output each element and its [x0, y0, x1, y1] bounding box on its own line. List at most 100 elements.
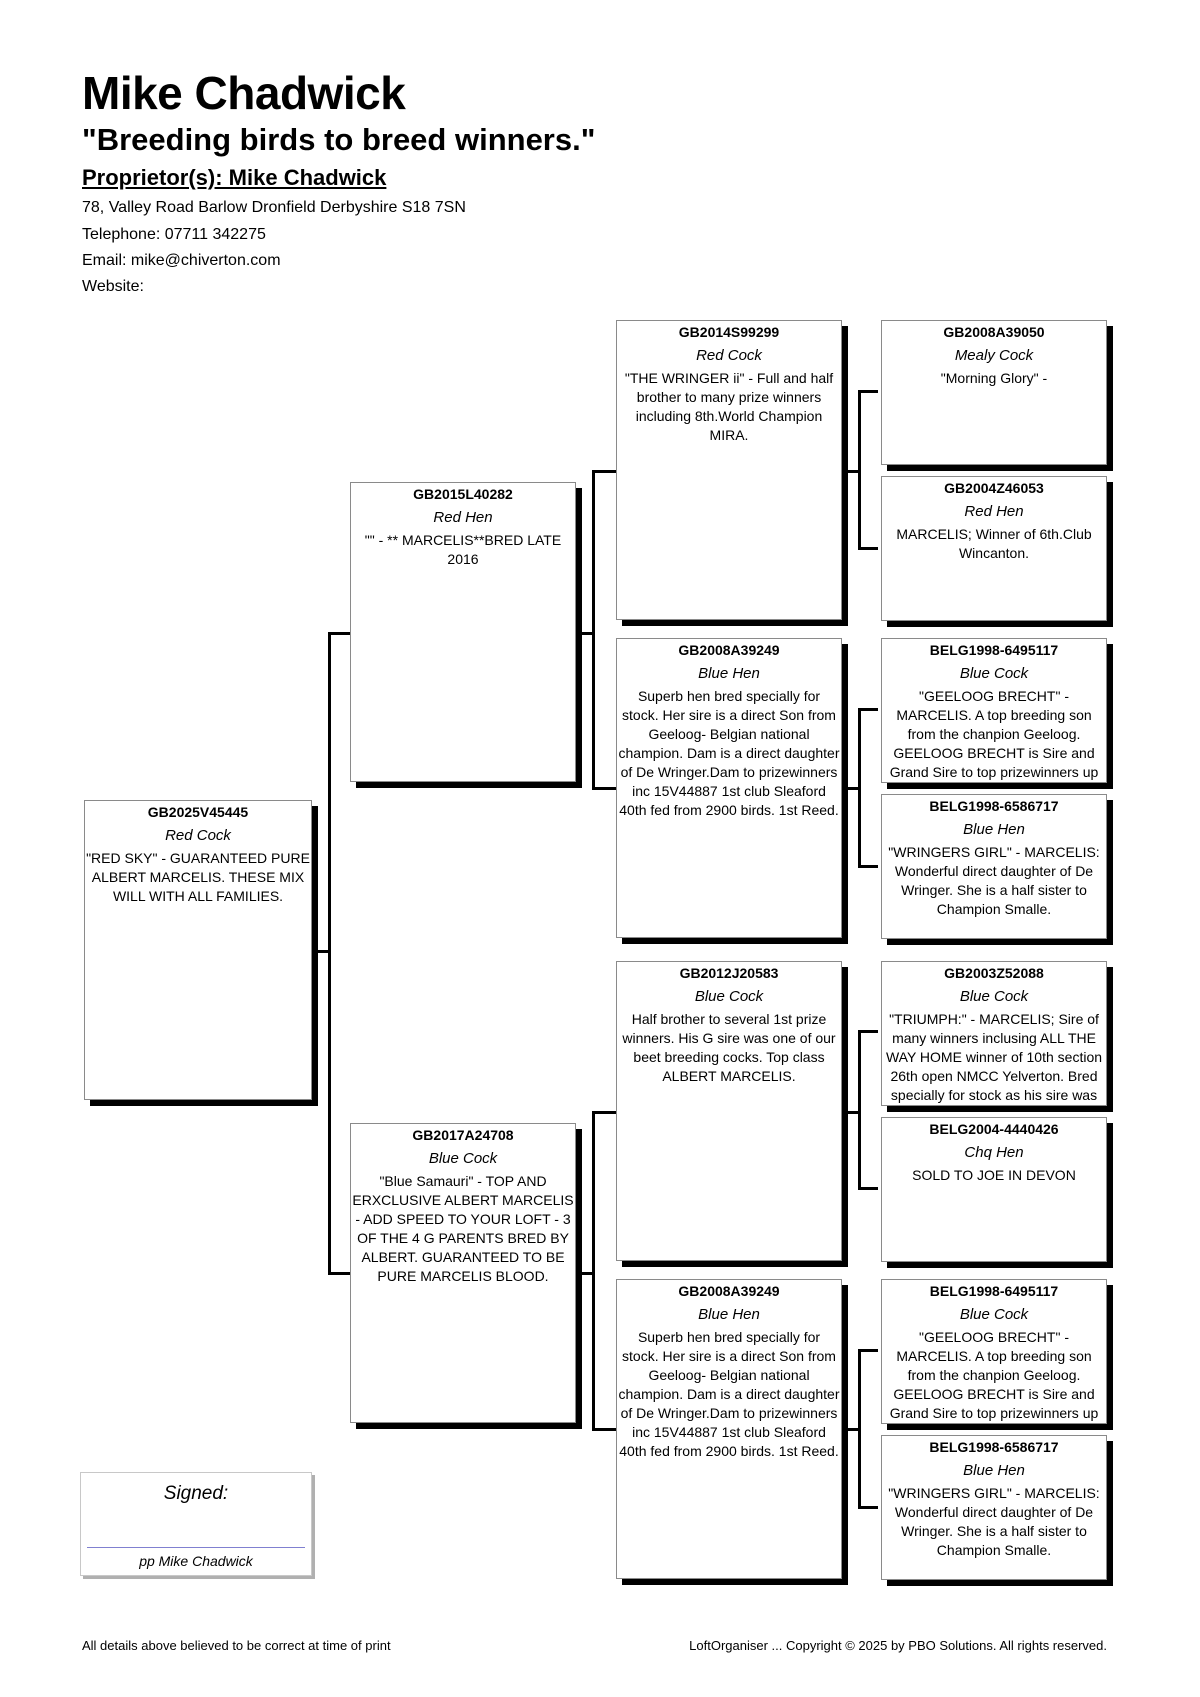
ring-number: GB2017A24708: [412, 1127, 514, 1143]
bird-colour: Blue Cock: [428, 1150, 498, 1167]
ring-number: GB2025V45445: [147, 804, 249, 820]
bird-notes: "TRIUMPH:" - MARCELIS; Sire of many winn…: [885, 1011, 1103, 1103]
connector: [576, 632, 594, 635]
connector: [592, 1111, 595, 1431]
ggp-ssd-card: GB2004Z46053 Red Hen MARCELIS; Winner of…: [881, 476, 1107, 621]
dam-sire-card: GB2012J20583 Blue Cock Half brother to s…: [616, 961, 842, 1261]
signature-line: [87, 1547, 305, 1548]
website-line: Website:: [82, 278, 144, 295]
connector: [858, 1030, 861, 1190]
ggp-ddd-card: BELG1998-6586717 Blue Hen "WRINGERS GIRL…: [881, 1435, 1107, 1580]
address-line: 78, Valley Road Barlow Dronfield Derbysh…: [82, 199, 466, 216]
connector: [842, 1111, 860, 1114]
bird-colour: Blue Cock: [959, 1306, 1029, 1323]
footer-disclaimer: All details above believed to be correct…: [82, 1638, 391, 1653]
connector: [858, 390, 861, 550]
ring-number: GB2015L40282: [413, 486, 513, 502]
bird-notes: Superb hen bred specially for stock. Her…: [618, 688, 840, 818]
breeder-motto: "Breeding birds to breed winners.": [82, 122, 596, 157]
ring-number: BELG2004-4440426: [929, 1121, 1059, 1137]
dam-dam-card: GB2008A39249 Blue Hen Superb hen bred sp…: [616, 1279, 842, 1579]
connector: [312, 950, 330, 953]
bird-notes: Half brother to several 1st prize winner…: [622, 1011, 836, 1084]
sire-dam-card: GB2008A39249 Blue Hen Superb hen bred sp…: [616, 638, 842, 938]
bird-colour: Red Hen: [433, 509, 493, 526]
ring-number: BELG1998-6586717: [929, 798, 1059, 814]
sire-sire-card: GB2014S99299 Red Cock "THE WRINGER ii" -…: [616, 320, 842, 620]
ring-number: GB2008A39249: [678, 1283, 780, 1299]
ggp-sdd-card: BELG1998-6586717 Blue Hen "WRINGERS GIRL…: [881, 794, 1107, 939]
bird-notes: "GEELOOG BRECHT" - MARCELIS. A top breed…: [889, 688, 1099, 780]
subject-bird-card: GB2025V45445 Red Cock "RED SKY" - GUARAN…: [84, 800, 312, 1100]
connector: [858, 865, 878, 868]
ggp-sss-card: GB2008A39050 Mealy Cock "Morning Glory" …: [881, 320, 1107, 465]
connector: [858, 1349, 878, 1352]
connector: [592, 470, 595, 790]
connector: [858, 708, 861, 868]
bird-notes: Superb hen bred specially for stock. Her…: [618, 1329, 840, 1459]
connector: [842, 470, 860, 473]
ring-number: BELG1998-6495117: [929, 1283, 1059, 1299]
connector: [576, 1272, 594, 1275]
connector: [842, 1428, 860, 1431]
ring-number: GB2004Z46053: [944, 480, 1044, 496]
connector: [858, 1030, 878, 1033]
footer-copyright: LoftOrganiser ... Copyright © 2025 by PB…: [689, 1638, 1107, 1653]
bird-notes: "WRINGERS GIRL" - MARCELIS: Wonderful di…: [888, 1485, 1100, 1558]
ring-number: GB2012J20583: [679, 965, 779, 981]
breeder-name: Mike Chadwick: [82, 67, 406, 119]
connector: [858, 708, 878, 711]
connector: [592, 470, 616, 473]
ggp-sds-card: BELG1998-6495117 Blue Cock "GEELOOG BREC…: [881, 638, 1107, 783]
telephone-line: Telephone: 07711 342275: [82, 226, 266, 243]
dam-card: GB2017A24708 Blue Cock "Blue Samauri" - …: [350, 1123, 576, 1423]
proprietor-line: Proprietor(s): Mike Chadwick: [82, 165, 387, 190]
ring-number: GB2003Z52088: [944, 965, 1044, 981]
bird-colour: Chq Hen: [964, 1144, 1024, 1161]
bird-colour: Mealy Cock: [954, 347, 1034, 364]
bird-colour: Blue Cock: [959, 665, 1029, 682]
signature-box: Signed: pp Mike Chadwick: [80, 1472, 312, 1576]
connector: [858, 1349, 861, 1509]
signed-label: Signed:: [163, 1483, 229, 1504]
connector: [858, 1506, 878, 1509]
bird-colour: Red Cock: [165, 827, 231, 844]
connector: [592, 1111, 616, 1114]
bird-notes: "THE WRINGER ii" - Full and half brother…: [624, 370, 834, 443]
ring-number: BELG1998-6495117: [929, 642, 1059, 658]
sire-card: GB2015L40282 Red Hen "" - ** MARCELIS**B…: [350, 482, 576, 782]
ring-number: GB2014S99299: [678, 324, 780, 340]
ggp-dss-card: GB2003Z52088 Blue Cock "TRIUMPH:" - MARC…: [881, 961, 1107, 1106]
ring-number: GB2008A39249: [678, 642, 780, 658]
bird-notes: "Blue Samauri" - TOP AND ERXCLUSIVE ALBE…: [352, 1173, 574, 1284]
bird-colour: Red Hen: [964, 503, 1024, 520]
ring-number: GB2008A39050: [943, 324, 1045, 340]
bird-colour: Blue Cock: [694, 988, 764, 1005]
bird-colour: Red Cock: [696, 347, 762, 364]
connector: [842, 787, 860, 790]
connector: [592, 1428, 616, 1431]
bird-notes: MARCELIS; Winner of 6th.Club Wincanton.: [896, 526, 1092, 561]
connector: [328, 632, 350, 635]
connector: [858, 547, 878, 550]
connector: [328, 1272, 350, 1275]
bird-notes: "GEELOOG BRECHT" - MARCELIS. A top breed…: [889, 1329, 1099, 1421]
bird-colour: Blue Cock: [959, 988, 1029, 1005]
bird-notes: "RED SKY" - GUARANTEED PURE ALBERT MARCE…: [86, 850, 310, 904]
bird-colour: Blue Hen: [698, 665, 760, 682]
ggp-dds-card: BELG1998-6495117 Blue Cock "GEELOOG BREC…: [881, 1279, 1107, 1424]
ggp-dsd-card: BELG2004-4440426 Chq Hen SOLD TO JOE IN …: [881, 1117, 1107, 1262]
connector: [858, 390, 878, 393]
connector: [328, 632, 331, 1275]
bird-colour: Blue Hen: [698, 1306, 760, 1323]
signatory-name: pp Mike Chadwick: [139, 1553, 253, 1569]
bird-colour: Blue Hen: [963, 1462, 1025, 1479]
bird-notes: "WRINGERS GIRL" - MARCELIS: Wonderful di…: [888, 844, 1100, 917]
connector: [858, 1187, 878, 1190]
bird-notes: SOLD TO JOE IN DEVON: [912, 1167, 1076, 1183]
ring-number: BELG1998-6586717: [929, 1439, 1059, 1455]
bird-notes: "" - ** MARCELIS**BRED LATE 2016: [364, 532, 562, 567]
bird-notes: "Morning Glory" -: [940, 370, 1048, 386]
connector: [592, 787, 616, 790]
bird-colour: Blue Hen: [963, 821, 1025, 838]
